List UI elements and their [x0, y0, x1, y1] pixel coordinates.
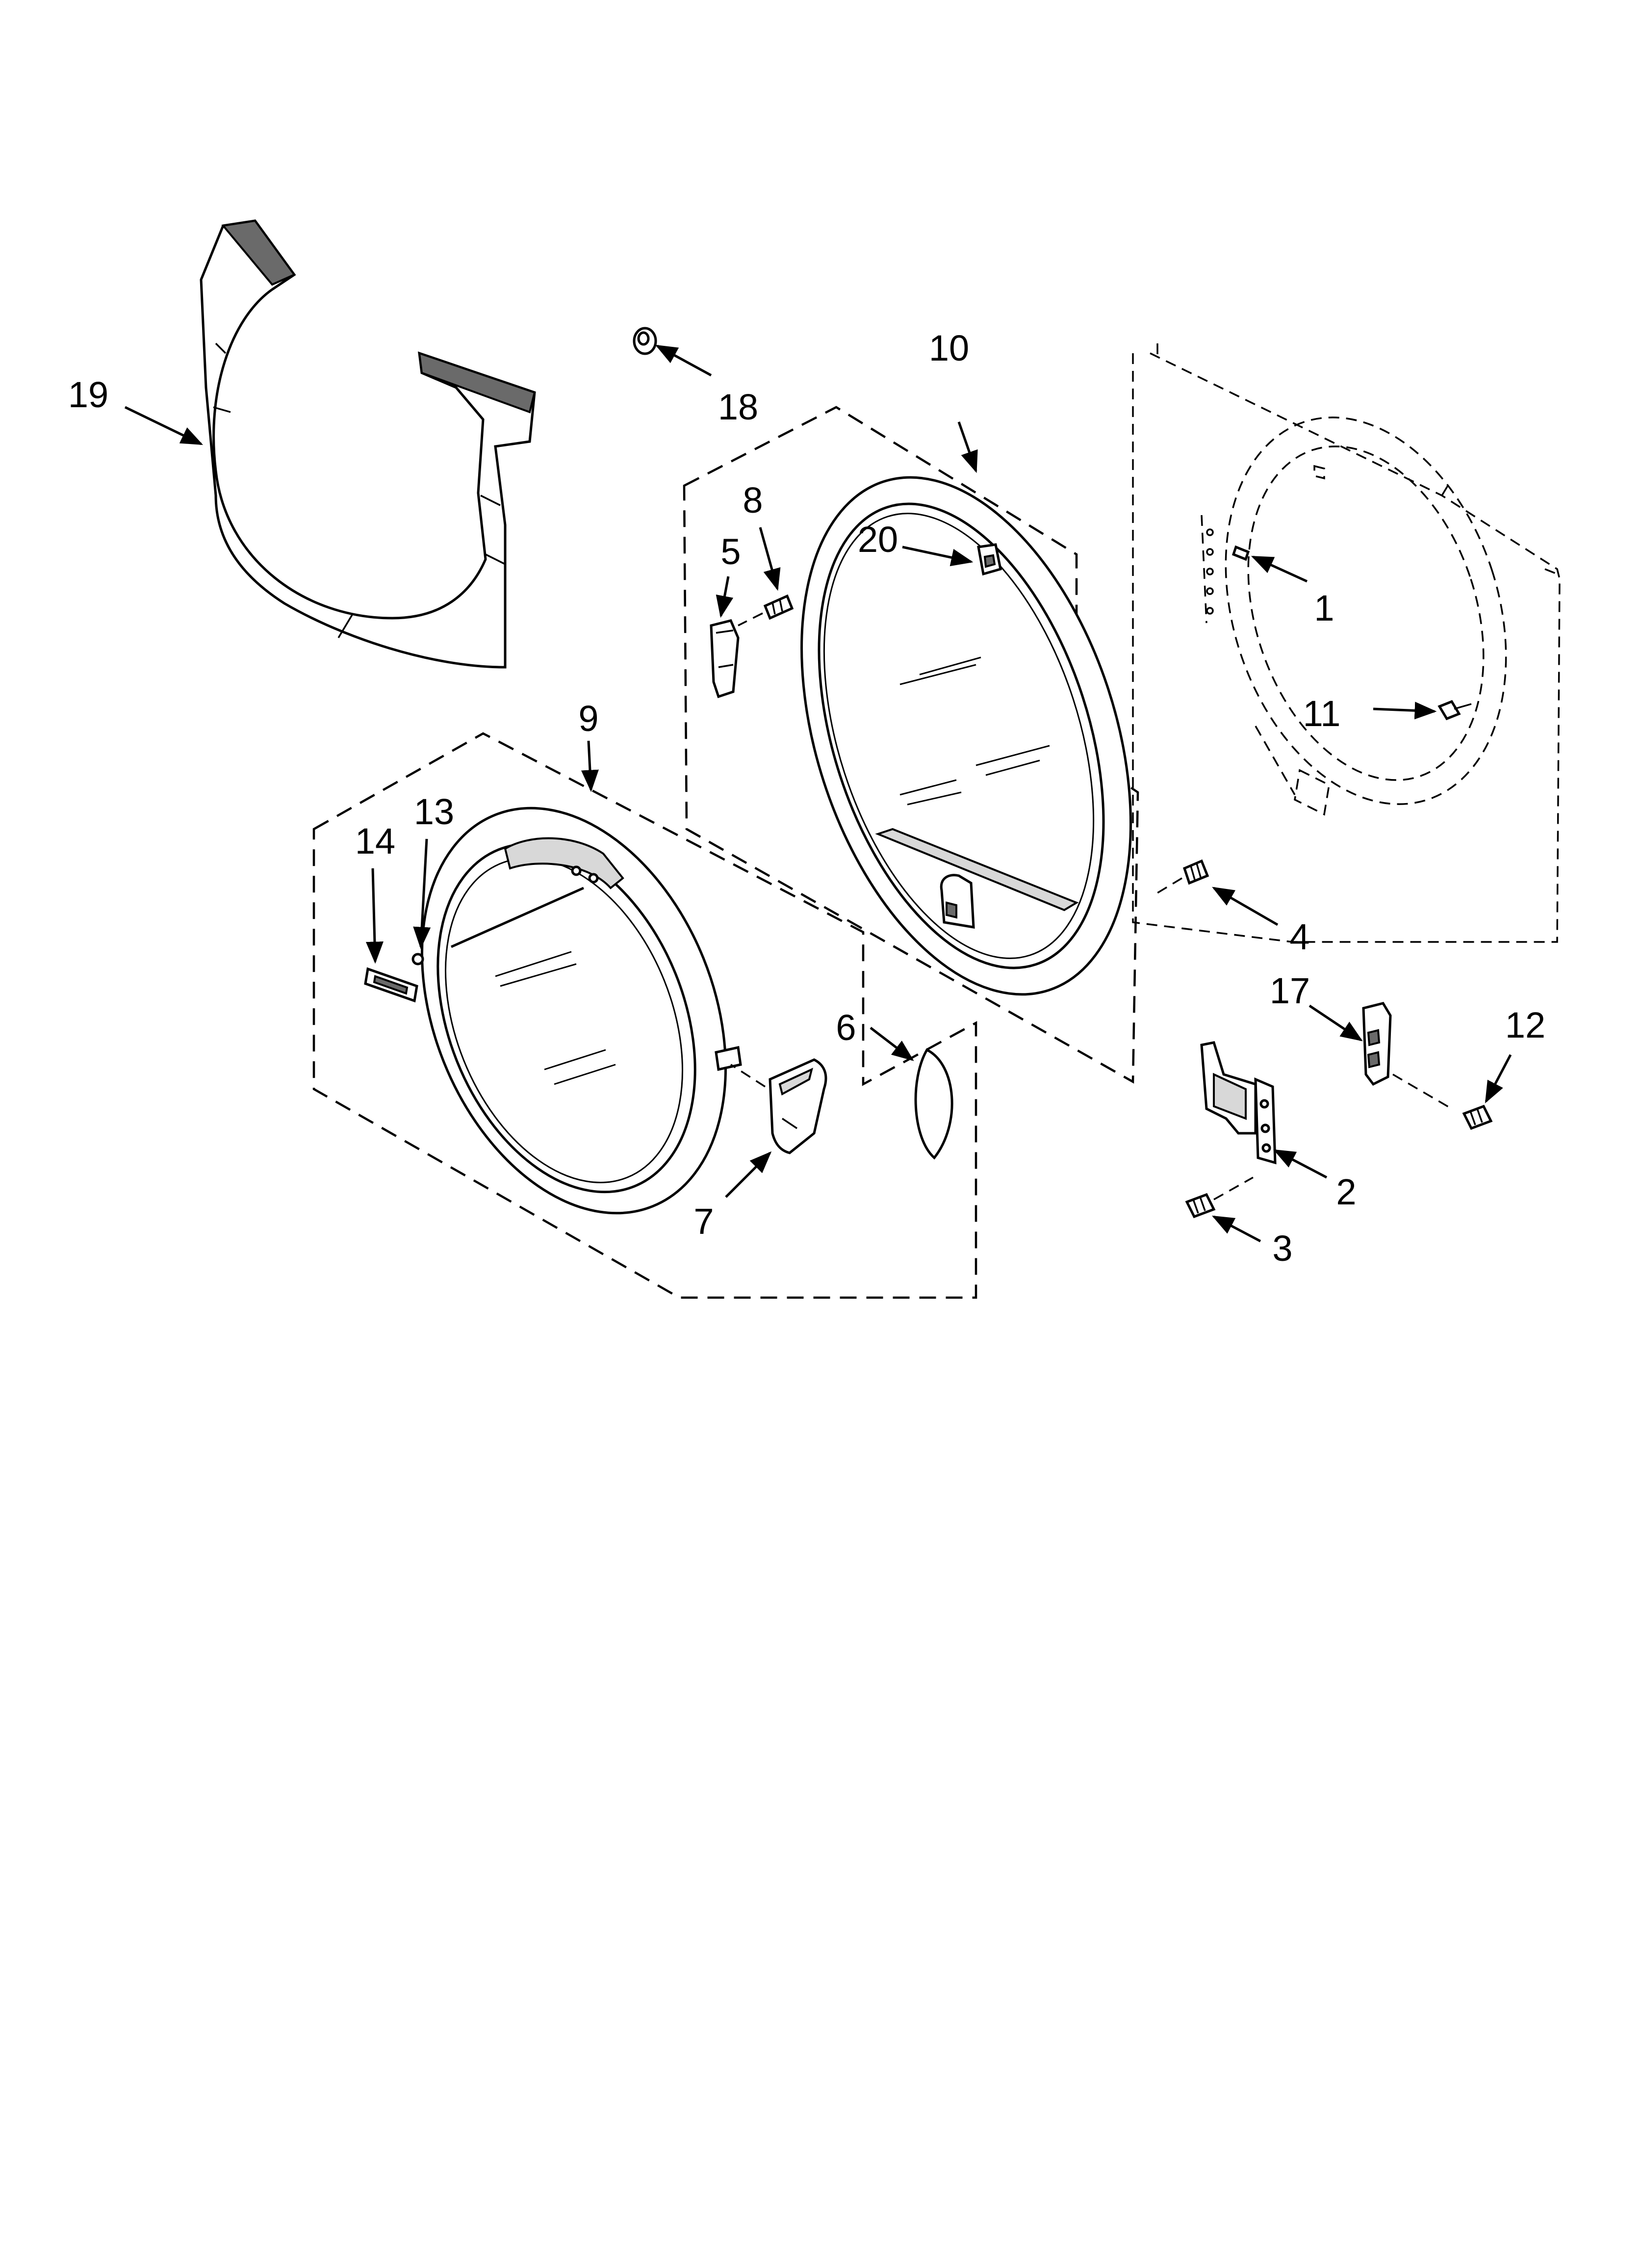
callout-4: 4 [1289, 916, 1309, 957]
leader-2 [1273, 1149, 1328, 1179]
inner-door-part-10 [800, 476, 1132, 996]
bumper-part-18 [633, 327, 657, 355]
outer-door-part-9 [421, 807, 742, 1215]
callout-11: 11 [1303, 693, 1341, 734]
leader-17 [1308, 1004, 1363, 1042]
leader-3 [1212, 1215, 1261, 1243]
handle-part-7 [730, 1058, 827, 1154]
callout-7: 7 [693, 1201, 714, 1242]
leader-12 [1485, 1054, 1512, 1103]
callout-9: 9 [578, 698, 598, 739]
callout-13: 13 [414, 791, 454, 832]
hinge-part-2 [1200, 1041, 1277, 1165]
leader-4 [1212, 886, 1279, 926]
leader-18 [655, 344, 712, 377]
clip-part-20 [977, 543, 1002, 576]
callout-19: 19 [68, 374, 108, 415]
rivet-part-13 [411, 953, 424, 965]
screw-part-4 [1157, 859, 1209, 894]
screw-part-12 [1462, 1104, 1493, 1130]
outer-door-assembly-boundary-9 [312, 732, 977, 1299]
badge-part-14 [364, 967, 418, 1003]
callout-18: 18 [718, 387, 758, 427]
screw-part-11 [1437, 700, 1472, 721]
callout-17: 17 [1270, 970, 1310, 1011]
screw-part-1 [1232, 545, 1250, 561]
leader-11 [1373, 702, 1437, 720]
leader-9 [581, 740, 599, 792]
callout-20: 20 [858, 519, 898, 560]
callout-12: 12 [1505, 1005, 1545, 1045]
callout-labels: 1 2 3 4 5 6 7 8 9 10 11 12 13 14 17 18 1… [68, 328, 1545, 1269]
callout-5: 5 [720, 531, 741, 572]
callout-10: 10 [929, 328, 969, 368]
callout-3: 3 [1272, 1228, 1292, 1269]
callout-1: 1 [1314, 588, 1334, 628]
leader-14 [365, 868, 384, 964]
screw-part-8 [738, 594, 794, 626]
leader-6 [870, 1027, 914, 1061]
leader-arrows [124, 344, 1512, 1243]
callout-2: 2 [1336, 1172, 1356, 1212]
leader-10 [957, 421, 978, 473]
lens-part-6 [914, 1048, 953, 1160]
leader-5 [716, 576, 734, 618]
strike-part-17 [1362, 1002, 1452, 1110]
leader-1 [1251, 555, 1308, 583]
screw-part-3 [1185, 1176, 1254, 1219]
callout-6: 6 [836, 1007, 856, 1048]
trim-ring-part-19 [200, 219, 536, 669]
inner-door-assembly-boundary-10 [683, 406, 1139, 1084]
leader-19 [124, 406, 204, 445]
callout-8: 8 [743, 480, 763, 521]
leader-8 [759, 527, 781, 591]
callout-14: 14 [355, 821, 395, 861]
front-panel-outline [1132, 343, 1561, 943]
leader-13 [413, 838, 431, 949]
leader-7 [725, 1151, 772, 1198]
hinge-cover-part-5 [710, 619, 740, 699]
leader-20 [902, 546, 974, 567]
